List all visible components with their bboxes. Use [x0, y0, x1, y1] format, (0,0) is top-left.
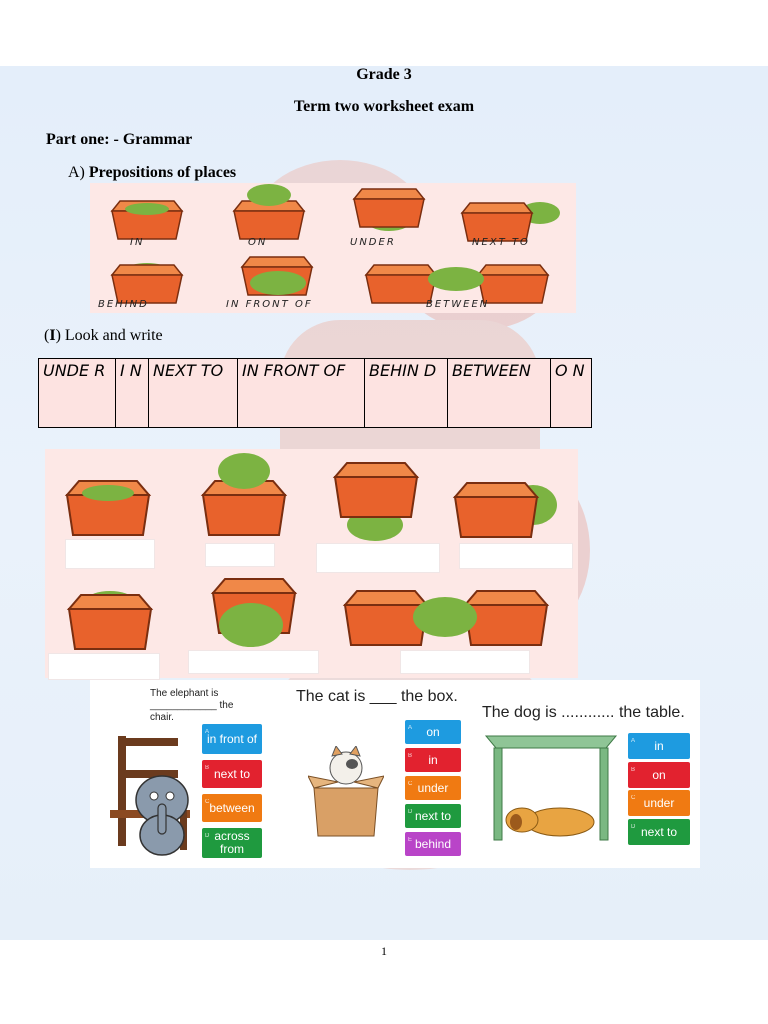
worksheet-title: Term two worksheet exam	[293, 98, 475, 115]
exercise-one-text: ) Look and write	[55, 327, 163, 344]
quiz-question-1: The elephant is ____________ the chair.	[150, 688, 234, 723]
quiz-question-2: The cat is ___ the box.	[296, 688, 458, 705]
exercise-one-number: I	[49, 327, 56, 344]
answer-box[interactable]	[459, 543, 573, 569]
word-bank-cell: BETWEEN	[447, 358, 551, 428]
grade-heading: Grade 3	[356, 66, 412, 83]
dog-table-picture	[484, 735, 618, 841]
word-bank-cell: UNDE R	[38, 358, 116, 428]
answer-box[interactable]	[188, 650, 319, 674]
word-bank-cell: I N	[115, 358, 149, 428]
word-bank-table: UNDE R I N NEXT TO IN FRONT OF BEHIN D B…	[38, 358, 592, 428]
label-in: IN	[130, 237, 144, 248]
word-bank-cell: IN FRONT OF	[237, 358, 365, 428]
answer-box[interactable]	[205, 543, 275, 567]
quiz-question-3: The dog is ............ the table.	[482, 704, 685, 721]
cat-box-picture	[308, 746, 384, 837]
answer-box[interactable]	[400, 650, 530, 674]
exercise-one-instruction: (I) Look and write	[44, 327, 163, 344]
exercise-picture-panel	[45, 449, 578, 678]
label-between: BETWEEN	[426, 299, 489, 310]
answer-box[interactable]	[316, 543, 440, 573]
section-a-title: Prepositions of places	[88, 164, 237, 181]
page-number: 1	[381, 944, 387, 958]
word-bank-cell: NEXT TO	[148, 358, 238, 428]
section-a-letter: A)	[68, 164, 85, 181]
reference-illustration: IN ON UNDER NEXT TO BEHIND IN FRONT OF B…	[98, 184, 560, 310]
label-next-to: NEXT TO	[472, 237, 530, 248]
word-bank-cell: O N	[550, 358, 592, 428]
label-in-front-of: IN FRONT OF	[226, 299, 313, 310]
prepositions-reference-image: IN ON UNDER NEXT TO BEHIND IN FRONT OF B…	[90, 183, 576, 313]
word-bank-cell: BEHIN D	[364, 358, 448, 428]
exercise-illustration	[66, 453, 557, 650]
elephant-chair-picture	[110, 736, 190, 856]
label-on: ON	[248, 237, 267, 248]
label-behind: BEHIND	[98, 299, 149, 310]
answer-box[interactable]	[65, 539, 155, 569]
answer-box[interactable]	[48, 653, 160, 680]
quiz-strip: The elephant is ____________ the chair. …	[90, 680, 700, 868]
section-a-heading: A) Prepositions of places	[68, 164, 236, 182]
label-under: UNDER	[350, 237, 396, 248]
part-one-heading: Part one: - Grammar	[46, 131, 193, 148]
